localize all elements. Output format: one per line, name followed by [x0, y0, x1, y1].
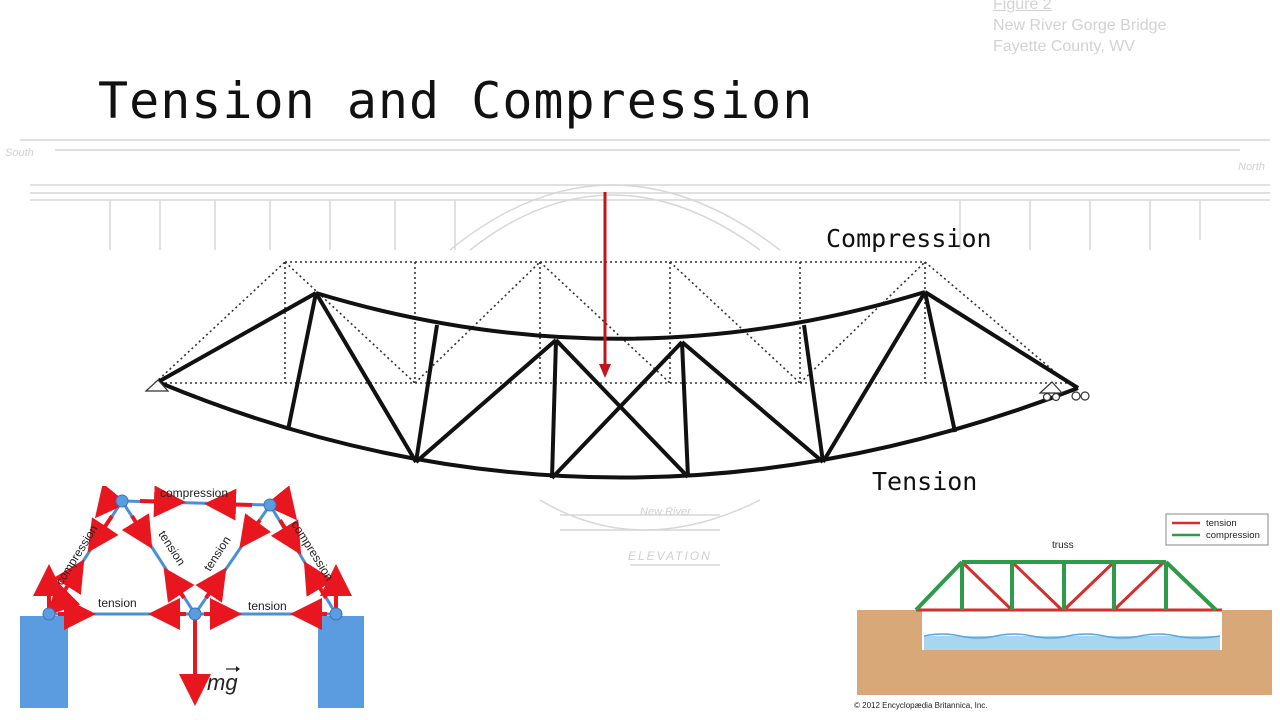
drawing-river-label: New River	[640, 506, 692, 518]
truss-illustration: truss tension compression © 2012 Encyclo…	[854, 513, 1272, 710]
truss-legend	[1165, 513, 1269, 546]
drawing-north-label: North	[1238, 161, 1265, 173]
figure-caption: Figure 2 New River Gorge Bridge Fayette …	[993, 0, 1166, 57]
legend-compression-label: compression	[1206, 530, 1260, 541]
truss-members	[47, 499, 338, 616]
drawing-elevation-label: ELEVATION	[628, 549, 712, 563]
tension-members	[916, 560, 1222, 612]
compression-members	[914, 560, 1218, 612]
load-arrow-head	[599, 364, 611, 378]
figure-caption-line1: New River Gorge Bridge	[993, 17, 1167, 34]
tension-label: Tension	[872, 467, 978, 496]
legend-tension-label: tension	[1206, 518, 1237, 529]
force-labels: compression compression compression tens…	[53, 486, 337, 613]
ground	[857, 610, 1272, 695]
water	[924, 636, 1220, 650]
figure-caption-line2: Fayette County, WV	[993, 38, 1135, 55]
bottom-right-tension-label: tension	[248, 599, 287, 613]
force-diagram: compression compression compression tens…	[20, 486, 364, 708]
water-wave	[923, 633, 1221, 639]
truss-title: truss	[1052, 540, 1074, 551]
left-pier	[20, 616, 68, 708]
force-arrows	[33, 486, 352, 706]
figure-number: Figure 2	[993, 0, 1052, 13]
weight-vector-arrow-head-icon	[236, 666, 240, 672]
compression-label: Compression	[826, 224, 992, 253]
drawing-south-label: South	[5, 147, 34, 159]
top-compression-label: compression	[160, 486, 228, 500]
weight-label: mg	[207, 670, 238, 695]
left-compression-label: compression	[53, 522, 101, 587]
top-chord	[315, 290, 926, 341]
right-roller-support-icon	[1038, 381, 1090, 402]
britannica-credit: © 2012 Encyclopædia Britannica, Inc.	[854, 701, 988, 710]
bottom-left-tension-label: tension	[98, 596, 137, 610]
slide-title: Tension and Compression	[98, 72, 814, 130]
left-support-icon	[144, 379, 170, 392]
truss-nodes	[42, 494, 343, 621]
deformed-truss	[157, 290, 1080, 480]
right-pier	[318, 616, 364, 708]
